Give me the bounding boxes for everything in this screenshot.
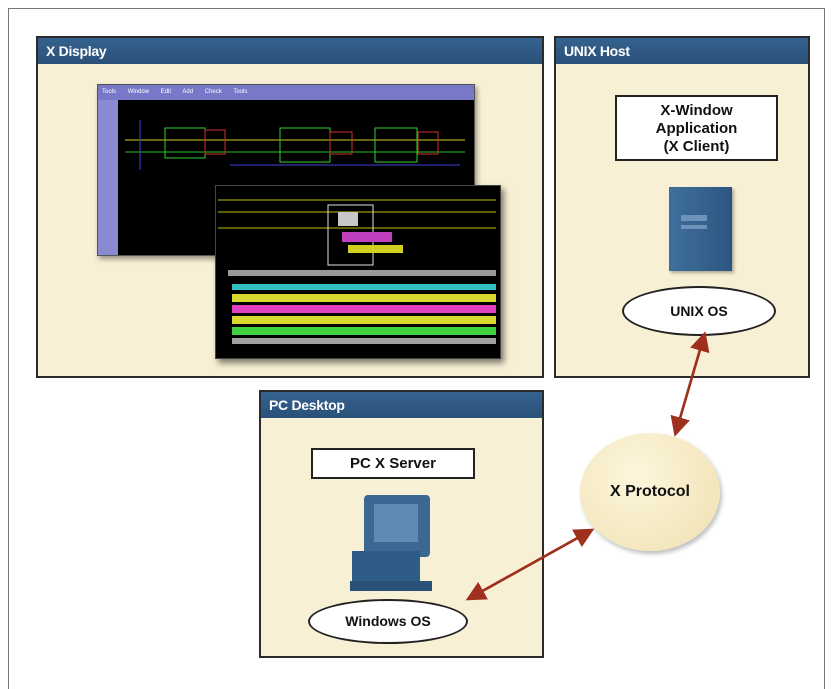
pc-computer-icon [350, 495, 440, 595]
pc-desktop-title: PC Desktop [261, 392, 542, 418]
unix-host-title: UNIX Host [556, 38, 808, 64]
x-window-application-label: X-Window Application (X Client) [615, 95, 778, 161]
x-window-label-line2: Application [655, 120, 738, 137]
x-display-title: X Display [38, 38, 542, 64]
menu-item: Edit [160, 89, 172, 95]
menu-item: Tools [102, 89, 117, 95]
unix-os-oval: UNIX OS [622, 286, 776, 336]
schematic-toolbar [98, 100, 118, 255]
menu-item: Window [127, 89, 150, 95]
x-protocol-node: X Protocol [580, 433, 720, 551]
x-window-label-line1: X-Window [660, 102, 733, 119]
menu-item: Add [182, 89, 194, 95]
arrow-windows-to-protocol [469, 528, 595, 600]
schematic-lines [125, 120, 465, 170]
x-window-label-line3: (X Client) [663, 138, 730, 155]
menu-item: Check [204, 89, 222, 95]
schematic-menu-bar: Tools Window Edit Add Check Tools [98, 85, 474, 100]
windows-os-oval: Windows OS [308, 599, 468, 644]
pc-x-server-label: PC X Server [311, 448, 475, 479]
layout-graphics [218, 199, 496, 344]
menu-item: Tools [233, 89, 248, 95]
server-tower-icon [669, 187, 732, 271]
outer-frame [8, 8, 825, 689]
arrow-unix-to-protocol [670, 335, 706, 437]
